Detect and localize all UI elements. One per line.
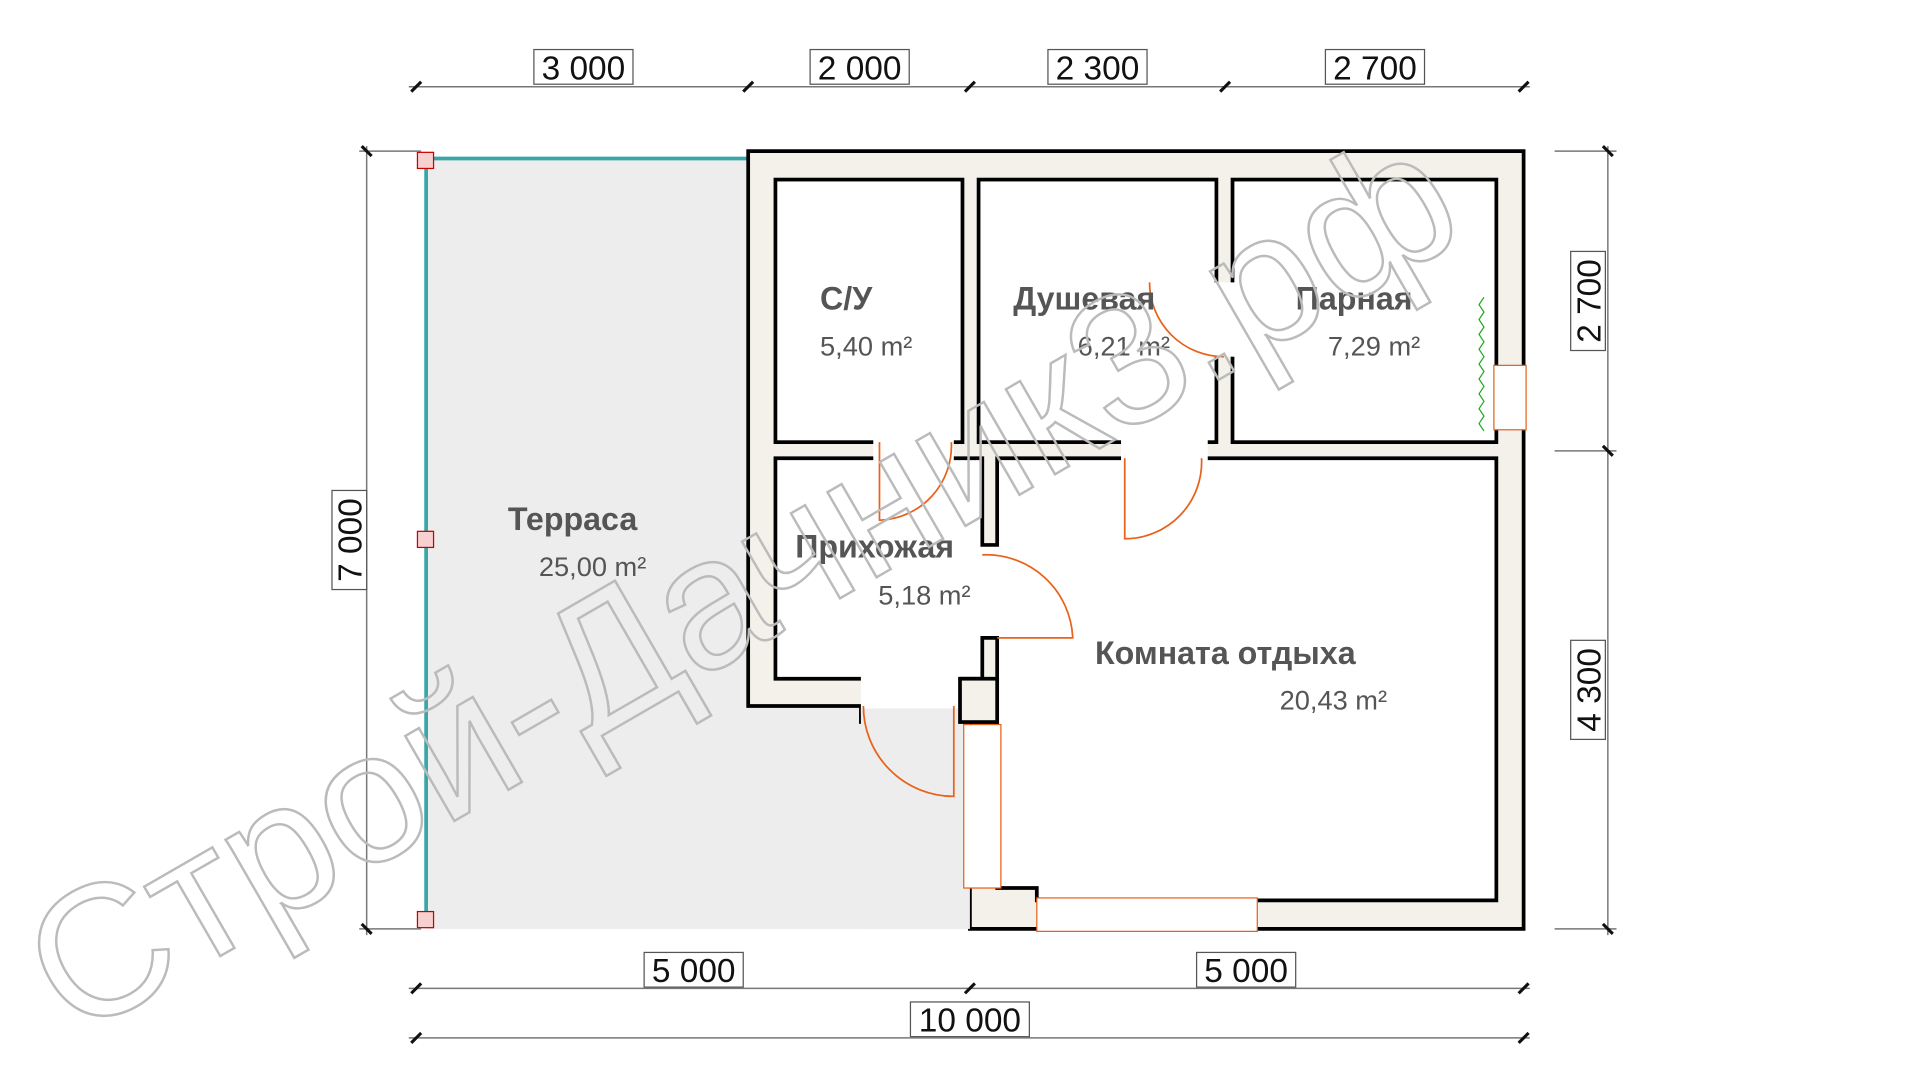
room-name: Парная bbox=[1296, 281, 1413, 317]
dim-label: 10 000 bbox=[919, 1003, 1021, 1040]
dimension-labels: 3 000 2 000 2 300 2 700 5 000 5 000 10 0… bbox=[331, 48, 1608, 1040]
room-area: 5,18 m² bbox=[878, 579, 970, 610]
room-name: Прихожая bbox=[795, 528, 954, 564]
dim-label: 4 300 bbox=[1571, 648, 1608, 732]
dim-label: 7 000 bbox=[333, 498, 370, 582]
room-area: 20,43 m² bbox=[1280, 685, 1387, 716]
dim-label: 5 000 bbox=[1204, 953, 1288, 990]
doors bbox=[862, 282, 1485, 798]
room-area: 7,29 m² bbox=[1328, 330, 1420, 361]
room-area: 6,21 m² bbox=[1078, 330, 1170, 361]
dim-label: 3 000 bbox=[542, 50, 626, 87]
dim-label: 2 700 bbox=[1571, 259, 1608, 343]
room-area: 5,40 m² bbox=[820, 330, 912, 361]
dim-label: 2 000 bbox=[818, 50, 902, 87]
dim-label: 2 700 bbox=[1333, 50, 1417, 87]
room-area: 25,00 m² bbox=[539, 551, 646, 582]
walls bbox=[746, 149, 1527, 932]
room-name: Душевая bbox=[1013, 281, 1155, 317]
dim-label: 2 300 bbox=[1056, 50, 1140, 87]
room-name: С/У bbox=[820, 281, 873, 317]
dim-label: 5 000 bbox=[652, 953, 736, 990]
room-name: Комната отдыха bbox=[1095, 635, 1357, 671]
room-name: Терраса bbox=[508, 501, 638, 537]
